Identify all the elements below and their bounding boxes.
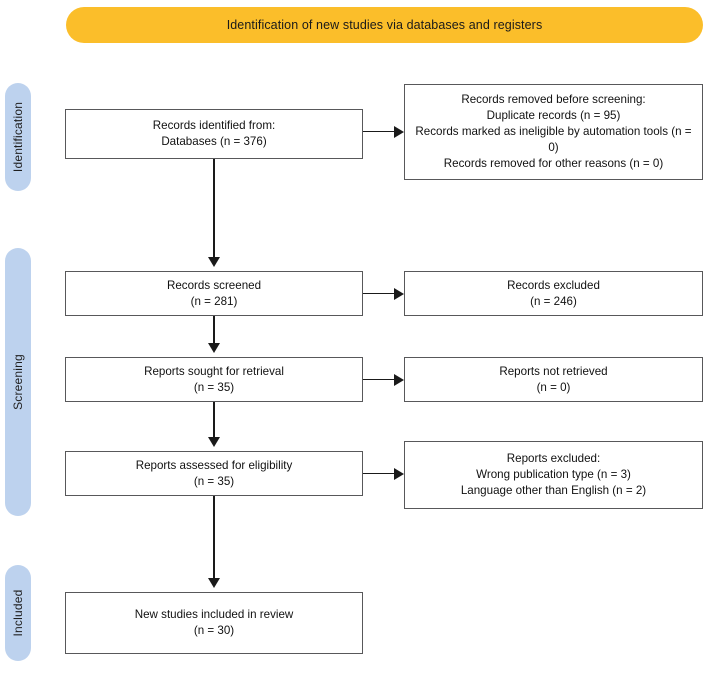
stage-label-screening: Screening (5, 248, 31, 516)
box-records-excluded: Records excluded (n = 246) (404, 271, 703, 316)
diagram-banner: Identification of new studies via databa… (66, 7, 703, 43)
box-reports-not-retrieved-text: Reports not retrieved (n = 0) (499, 364, 608, 394)
box-records-removed-before-screening: Records removed before screening: Duplic… (404, 84, 703, 180)
box-records-excluded-text: Records excluded (n = 246) (507, 278, 600, 308)
box-reports-not-retrieved: Reports not retrieved (n = 0) (404, 357, 703, 402)
box-records-removed-text: Records removed before screening: Duplic… (415, 93, 692, 170)
box-reports-excluded: Reports excluded: Wrong publication type… (404, 441, 703, 509)
connector-identified-to-removed (363, 131, 395, 133)
box-new-studies-included-text: New studies included in review (n = 30) (134, 608, 294, 637)
stage-included-text: Included (11, 589, 25, 637)
box-records-identified: Records identified from: Databases (n = … (65, 109, 363, 159)
box-reports-assessed-for-eligibility: Reports assessed for eligibility (n = 35… (65, 451, 363, 496)
arrowhead-right-to-removed (394, 126, 404, 138)
connector-sought-to-not-retrieved (363, 379, 395, 381)
arrowhead-down-to-included (208, 578, 220, 588)
arrowhead-right-to-excluded (394, 288, 404, 300)
stage-identification-text: Identification (11, 101, 25, 173)
connector-identified-to-screened (213, 159, 215, 257)
arrowhead-right-to-not-retrieved (394, 374, 404, 386)
box-records-identified-text: Records identified from: Databases (n = … (152, 119, 276, 148)
banner-title: Identification of new studies via databa… (226, 17, 543, 32)
box-new-studies-included: New studies included in review (n = 30) (65, 592, 363, 654)
box-reports-sought-text: Reports sought for retrieval (n = 35) (144, 364, 284, 394)
arrowhead-down-to-sought (208, 343, 220, 353)
connector-assessed-to-included (213, 496, 215, 578)
stage-screening-text: Screening (11, 354, 25, 410)
box-reports-assessed-text: Reports assessed for eligibility (n = 35… (135, 458, 293, 488)
connector-screened-to-sought (213, 316, 215, 343)
box-records-screened-text: Records screened (n = 281) (166, 278, 262, 308)
box-reports-excluded-text: Reports excluded: Wrong publication type… (460, 452, 647, 497)
connector-screened-to-excluded (363, 293, 395, 295)
stage-label-included: Included (5, 565, 31, 661)
box-records-screened: Records screened (n = 281) (65, 271, 363, 316)
stage-label-identification: Identification (5, 83, 31, 191)
connector-assessed-to-reports-excluded (363, 473, 395, 475)
connector-sought-to-assessed (213, 402, 215, 437)
box-reports-sought-for-retrieval: Reports sought for retrieval (n = 35) (65, 357, 363, 402)
arrowhead-down-to-screened (208, 257, 220, 267)
arrowhead-right-to-reports-excluded (394, 468, 404, 480)
arrowhead-down-to-assessed (208, 437, 220, 447)
